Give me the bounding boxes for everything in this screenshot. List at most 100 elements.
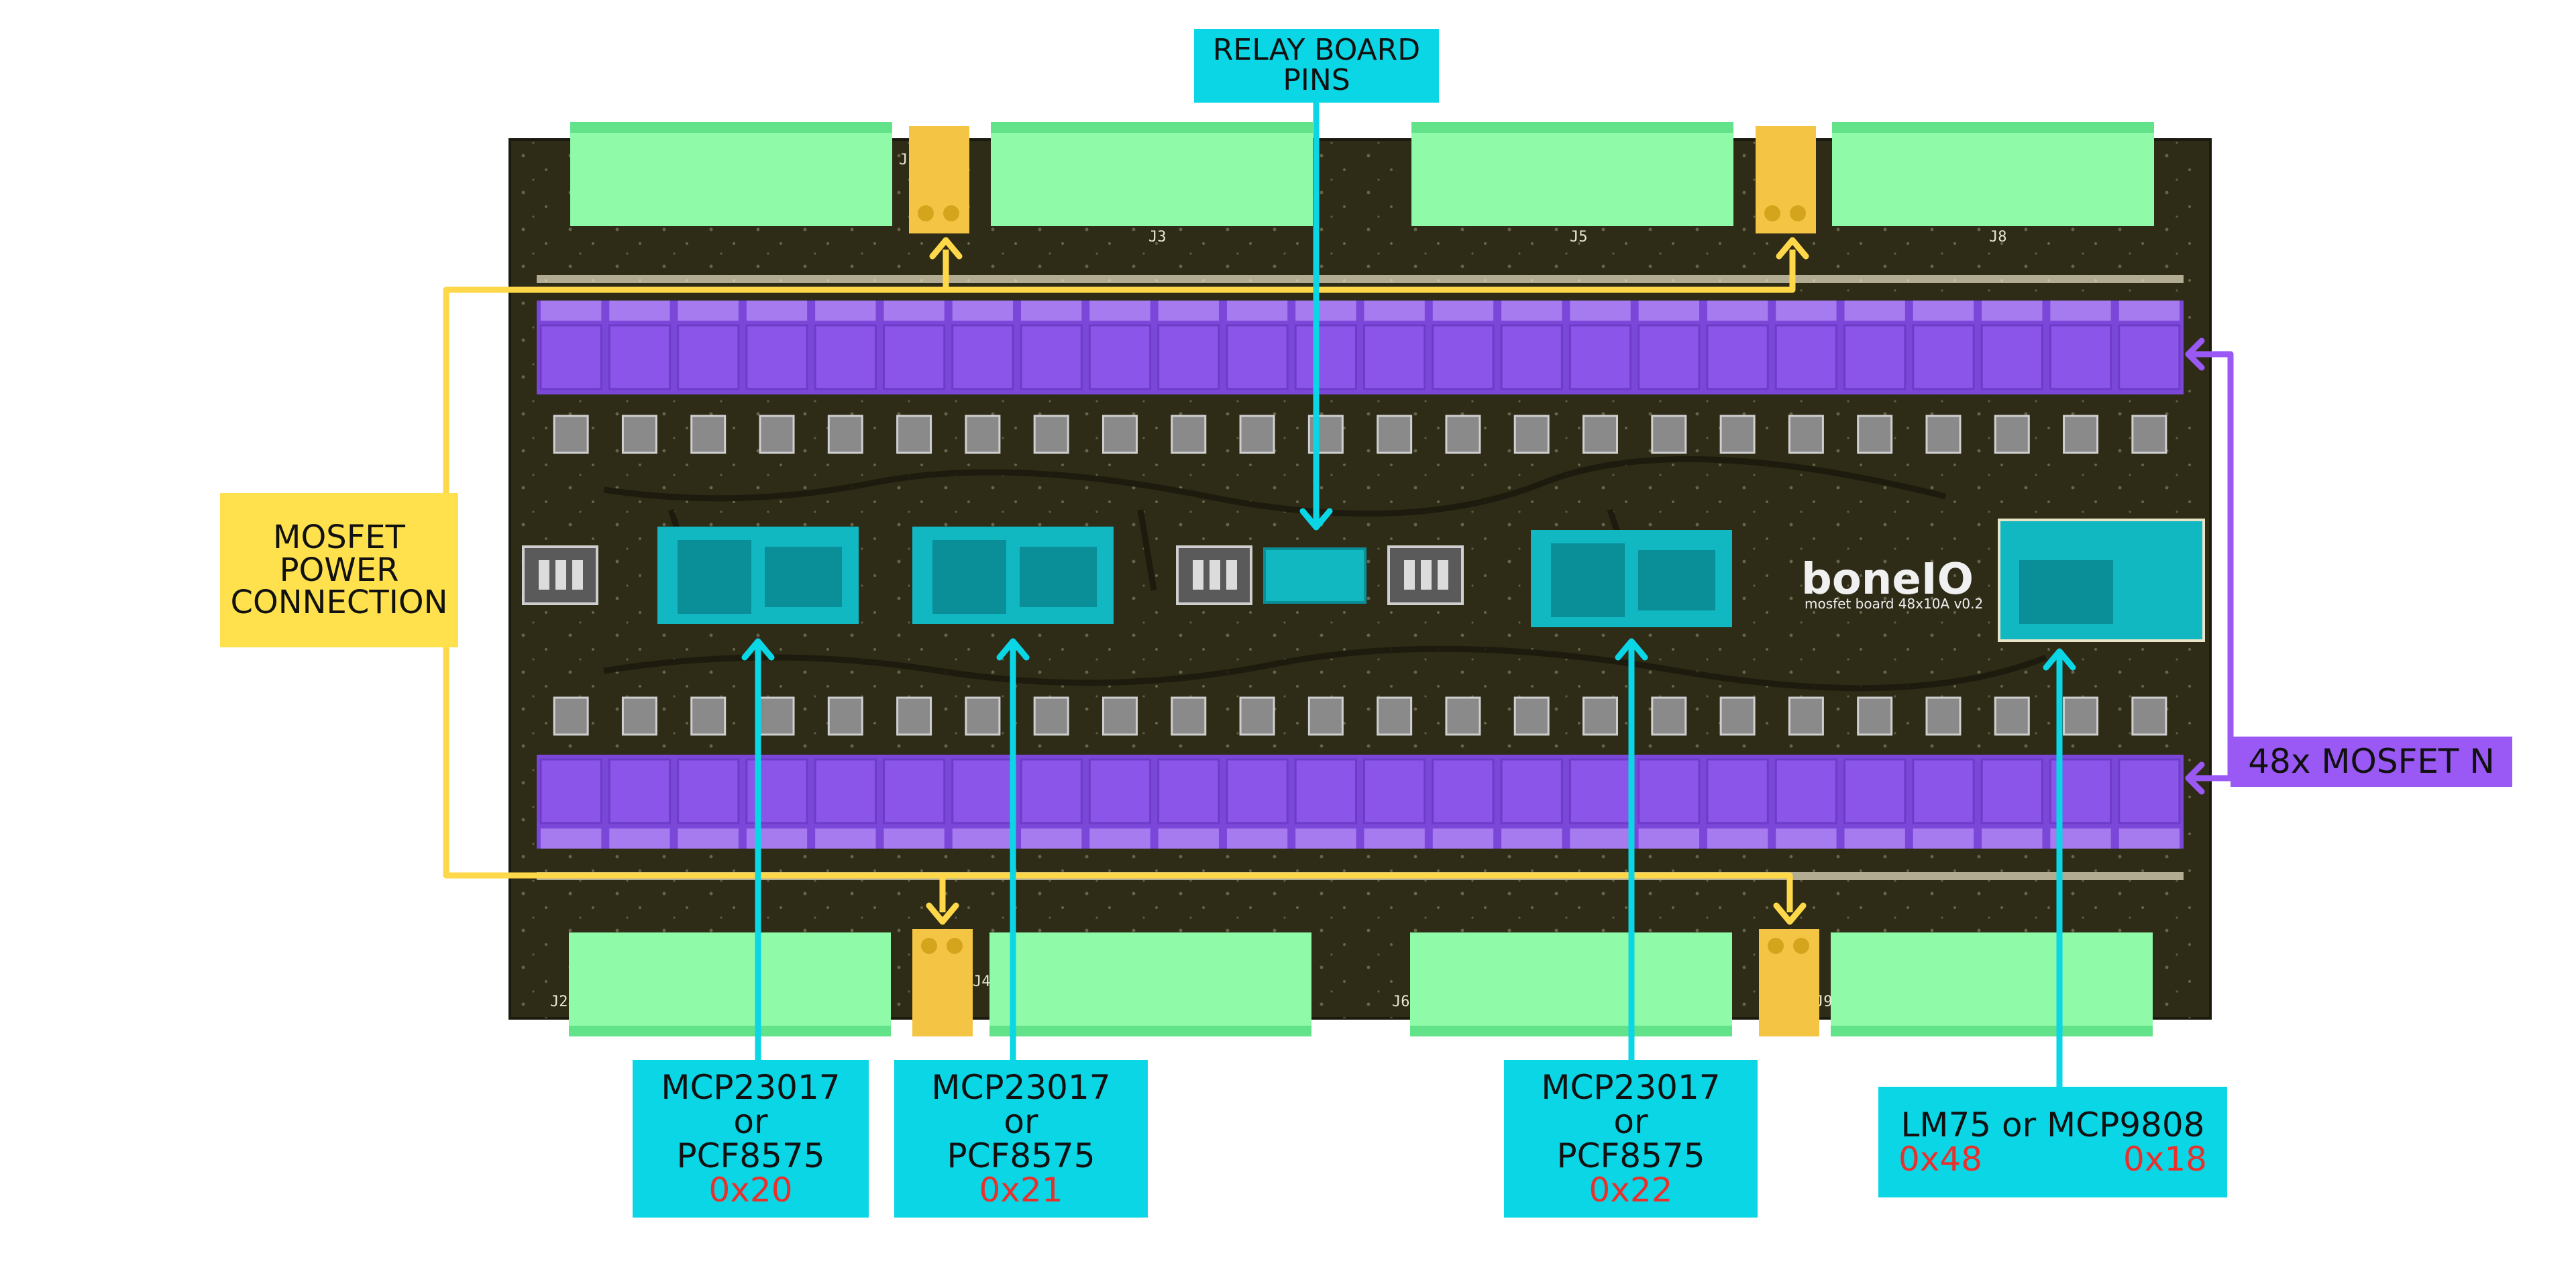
- expander-0x21-address: 0x21: [979, 1170, 1063, 1210]
- mosfet: [1912, 324, 1975, 390]
- mosfet-tab: [1432, 301, 1494, 321]
- mosfet-tab: [541, 301, 602, 321]
- driver-ic: [621, 696, 657, 736]
- mosfet: [1843, 758, 1907, 824]
- expander-0x21-line-2: or: [1004, 1102, 1038, 1141]
- mosfet: [2118, 324, 2181, 390]
- mosfet-row-top-band: [537, 301, 2184, 394]
- mosfet: [1638, 324, 1701, 390]
- mosfet: [677, 324, 740, 390]
- driver-ic: [1857, 696, 1893, 736]
- mosfet: [677, 758, 740, 824]
- mosfet: [1568, 324, 1632, 390]
- mosfet-tab: [1364, 828, 1425, 849]
- mosfet-tab: [1226, 828, 1288, 849]
- driver-ic: [1925, 696, 1962, 736]
- mosfet: [1500, 324, 1563, 390]
- driver-ic: [965, 415, 1001, 454]
- mosfet: [1226, 324, 1289, 390]
- mosfet-tab: [1021, 301, 1082, 321]
- driver-ic: [1239, 415, 1275, 454]
- mosfet: [1774, 324, 1838, 390]
- driver-ic: [1445, 415, 1481, 454]
- mosfet: [1157, 758, 1220, 824]
- mosfet: [1088, 324, 1152, 390]
- driver-ic: [827, 415, 863, 454]
- mosfet: [1088, 758, 1152, 824]
- driver-ic: [1857, 415, 1893, 454]
- mosfet-tab: [1570, 828, 1631, 849]
- expander-label-0x22: MCP23017 or PCF8575 0x22: [1504, 1060, 1758, 1218]
- driver-ic: [896, 696, 932, 736]
- driver-ic: [1033, 696, 1069, 736]
- driver-ic: [553, 696, 589, 736]
- driver-ic: [1925, 415, 1962, 454]
- mosfet-tab: [1913, 301, 1974, 321]
- mosfet-tab: [815, 828, 876, 849]
- mosfet: [951, 324, 1014, 390]
- mosfet-tab: [1501, 301, 1562, 321]
- mosfet-callout-lines: [2185, 337, 2234, 795]
- terminal-block-j3: [991, 122, 1313, 226]
- driver-ic: [1788, 415, 1824, 454]
- driver-ic: [1513, 696, 1550, 736]
- mosfet-power-connection-label: MOSFET POWER CONNECTION: [220, 493, 458, 647]
- expander-0x21-line-1: MCP23017: [931, 1067, 1111, 1107]
- driver-ic: [1719, 415, 1756, 454]
- driver-ic: [553, 415, 589, 454]
- mosfet-tab: [1776, 828, 1837, 849]
- mosfet: [882, 758, 946, 824]
- mosfet-tab: [1707, 828, 1768, 849]
- mosfet-tab: [1501, 828, 1562, 849]
- driver-ic: [1582, 415, 1619, 454]
- driver-ic: [1307, 696, 1344, 736]
- mosfet: [1706, 758, 1769, 824]
- driver-ic-row-bottom: [553, 696, 2167, 736]
- mosfet-tab: [541, 828, 602, 849]
- driver-ic: [690, 415, 727, 454]
- expander-0x20-address: 0x20: [708, 1170, 793, 1210]
- mosfet-row-bottom: [537, 755, 2184, 849]
- mosfet-tab: [952, 301, 1014, 321]
- expander-0x20-line-2: or: [733, 1102, 768, 1141]
- mosfet-tab: [2118, 828, 2180, 849]
- mosfet-tab: [1158, 828, 1219, 849]
- mosfet-tab: [952, 828, 1014, 849]
- mosfet: [1294, 758, 1358, 824]
- mosfet-tab: [1089, 828, 1150, 849]
- mosfet-n-text: 48x MOSFET N: [2248, 742, 2495, 781]
- mosfet: [1980, 758, 2043, 824]
- mosfet-tab: [746, 301, 808, 321]
- mosfet: [1500, 758, 1563, 824]
- connector-label-j2: J2: [550, 994, 568, 1010]
- mosfet: [1843, 324, 1907, 390]
- mosfet-tab: [1295, 301, 1356, 321]
- driver-ic: [2063, 415, 2099, 454]
- mosfet-tab: [1089, 301, 1150, 321]
- terminal-block-j5: [1411, 122, 1733, 226]
- driver-ic: [1994, 415, 2030, 454]
- mosfet: [539, 324, 602, 390]
- temp-sensor-name: LM75 or MCP9808: [1900, 1105, 2205, 1144]
- driver-ic: [965, 696, 1001, 736]
- mosfet: [1020, 324, 1083, 390]
- power-connector-top-left: [909, 126, 969, 233]
- mosfet-tab: [1707, 301, 1768, 321]
- driver-ic-row-top: [553, 415, 2167, 454]
- mosfet-tab: [1295, 828, 1356, 849]
- temp-sensor-label: LM75 or MCP9808 0x48 0x18: [1878, 1087, 2227, 1197]
- driver-ic: [1102, 696, 1138, 736]
- driver-ic: [1719, 696, 1756, 736]
- driver-ic: [1377, 696, 1413, 736]
- mosfet-tab: [1364, 301, 1425, 321]
- mosfet: [2049, 324, 2112, 390]
- mosfet-tab: [883, 301, 945, 321]
- mosfet: [882, 324, 946, 390]
- mosfet-tab: [1638, 301, 1699, 321]
- mosfet: [1157, 324, 1220, 390]
- expander-0x20-line-3: PCF8575: [676, 1136, 825, 1175]
- power-label-line-1: MOSFET: [273, 518, 405, 556]
- terminal-block-j8: [1832, 122, 2154, 226]
- driver-ic: [1513, 415, 1550, 454]
- mosfet: [1363, 758, 1426, 824]
